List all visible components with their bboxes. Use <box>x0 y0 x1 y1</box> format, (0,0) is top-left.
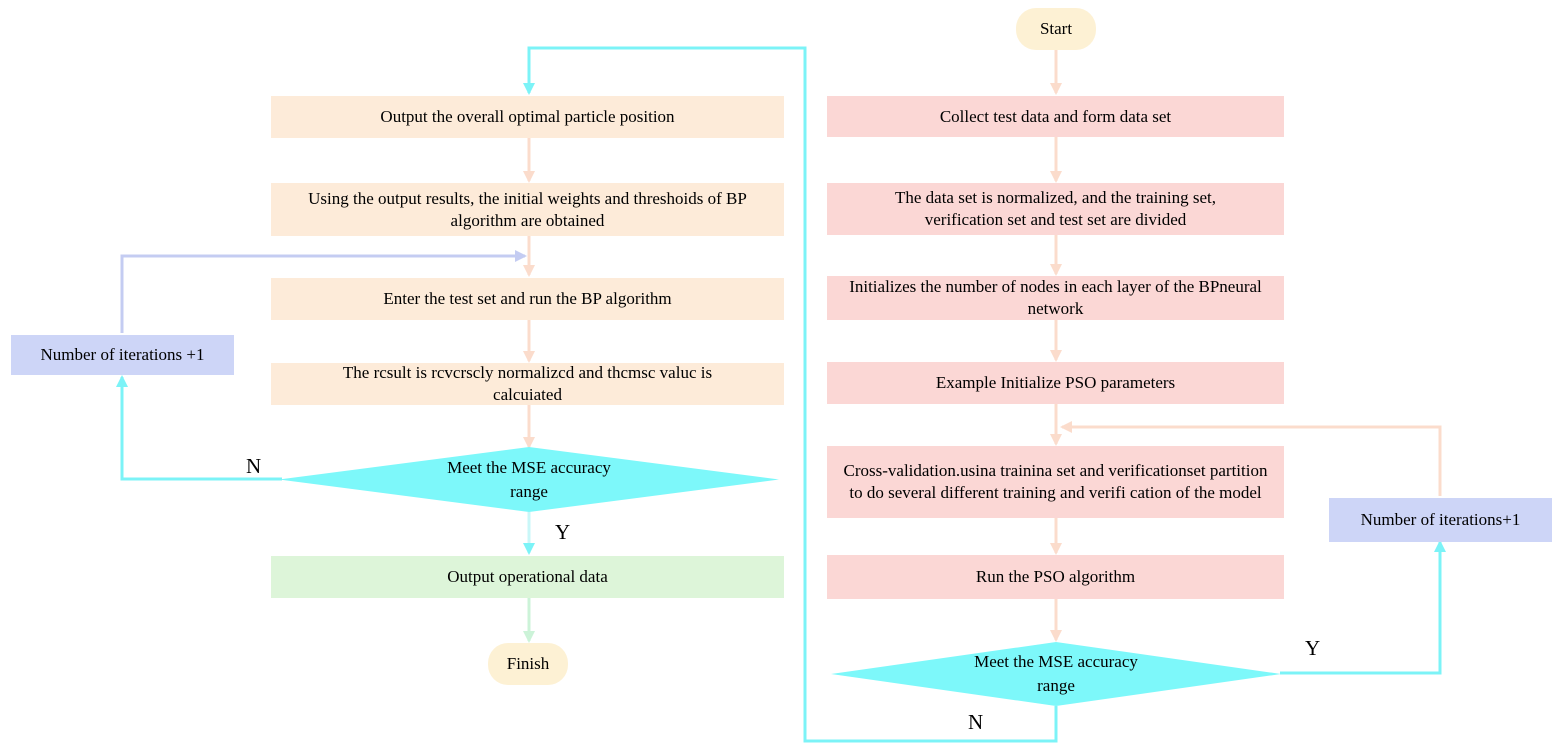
start-label: Start <box>1039 19 1073 38</box>
right-iterations-label: Number of iterations+1 <box>1360 510 1521 529</box>
normalize-label: The data set is normalized, and the trai… <box>894 188 1216 229</box>
left-no-label: N <box>246 454 262 478</box>
right-no-label: N <box>968 710 984 734</box>
initial-weights-step: Using the output results, the initial we… <box>271 183 784 236</box>
output-data-label: Output operational data <box>447 567 608 586</box>
right-decision: Meet the MSE accuracy range <box>831 642 1281 706</box>
right-decision-label: Meet the MSE accuracy range <box>974 652 1138 695</box>
initial-weights-label: Using the output results, the initial we… <box>308 188 747 230</box>
output-optimal-step: Output the overall optimal particle posi… <box>271 96 784 138</box>
output-optimal-label: Output the overall optimal particle posi… <box>380 107 675 126</box>
arrow-right-decision-yes <box>1280 540 1446 675</box>
run-bp-label: Enter the test set and run the BP algori… <box>383 289 672 308</box>
cross-validation-label: Cross-validation.usina trainina set and … <box>843 461 1268 502</box>
arrow-left-decision-no <box>116 375 282 481</box>
arrow-right-decision-no <box>523 46 1058 743</box>
finish-label: Finish <box>506 654 550 673</box>
collect-data-step: Collect test data and form data set <box>827 96 1284 137</box>
run-pso-label: Run the PSO algorithm <box>975 567 1136 586</box>
run-pso-step: Run the PSO algorithm <box>827 555 1284 599</box>
left-decision: Meet the MSE accuracy range <box>279 447 779 512</box>
collect-data-label: Collect test data and form data set <box>939 106 1172 126</box>
finish-terminal: Finish <box>488 643 568 685</box>
left-decision-text: Meet the MSE accuracy range <box>279 447 779 512</box>
init-nodes-step: Initializes the number of nodes in each … <box>827 276 1284 320</box>
left-decision-shape <box>279 447 779 512</box>
run-bp-step: Enter the test set and run the BP algori… <box>271 278 784 320</box>
left-yes-label: Y <box>555 520 571 544</box>
reverse-normalize-step: The rcsult is rcvcrscly normalizcd and t… <box>271 363 784 405</box>
arrow-left-iterations-back <box>120 250 527 333</box>
init-pso-step: Example Initialize PSO parameters <box>827 362 1284 404</box>
right-iterations-box: Number of iterations+1 <box>1329 498 1552 542</box>
left-iterations-label: Number of iterations +1 <box>40 345 205 364</box>
left-iterations-box: Number of iterations +1 <box>11 335 234 375</box>
start-terminal: Start <box>1016 8 1096 50</box>
arrow-right-iterations-back <box>1060 421 1442 496</box>
cross-validation-step: Cross-validation.usina trainina set and … <box>827 446 1284 518</box>
normalize-step: The data set is normalized, and the trai… <box>827 183 1284 235</box>
init-nodes-label: Initializes the number of nodes in each … <box>849 277 1262 318</box>
right-decision-shape <box>831 642 1281 706</box>
output-data-step: Output operational data <box>271 556 784 598</box>
reverse-normalize-label: The rcsult is rcvcrscly normalizcd and t… <box>342 363 713 404</box>
right-yes-label: Y <box>1305 636 1321 660</box>
init-pso-label: Example Initialize PSO parameters <box>935 373 1176 392</box>
left-decision-label: Meet the MSE accuracy range <box>447 457 611 501</box>
right-decision-text: Meet the MSE accuracy range <box>831 642 1281 706</box>
